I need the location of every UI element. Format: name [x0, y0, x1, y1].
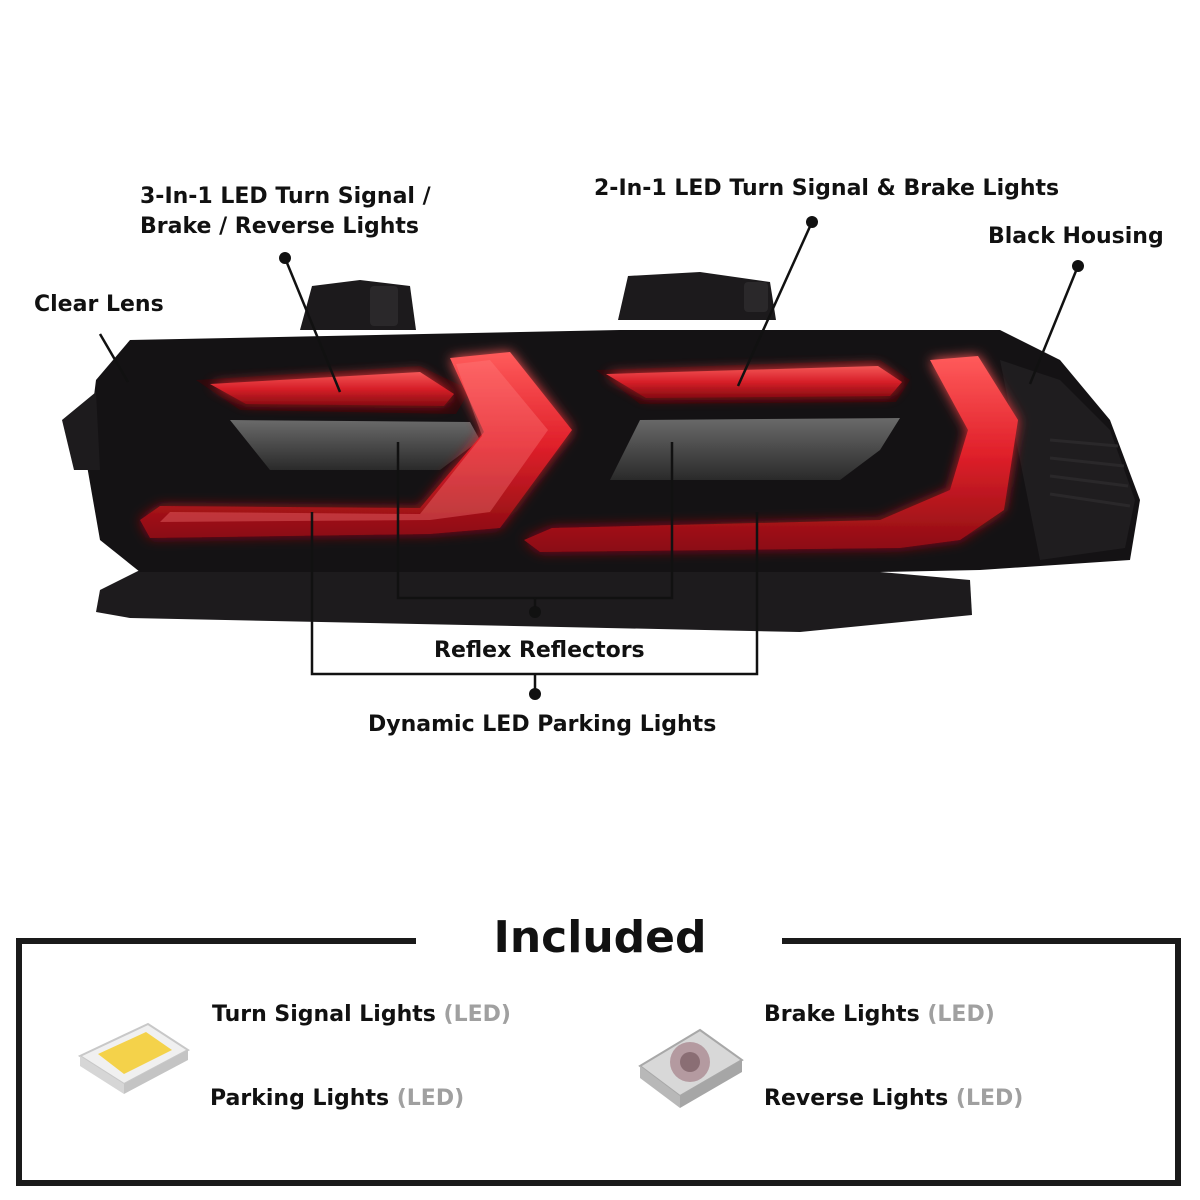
leader-lines	[98, 221, 1080, 692]
included-title: Included	[493, 912, 707, 963]
left-mount-tab	[62, 392, 100, 470]
included-item-label: Turn Signal Lights	[212, 1002, 436, 1027]
callout-three-in-one-line1: 3-In-1 LED Turn Signal /	[140, 184, 431, 209]
left-upper-led-cluster	[196, 366, 470, 414]
right-chevron-led-bar	[524, 356, 1018, 552]
included-item-reverse: Reverse Lights (LED)	[764, 1086, 1023, 1111]
included-item-note: (LED)	[955, 1086, 1024, 1111]
included-item-parking: Parking Lights (LED)	[210, 1086, 464, 1111]
callout-black-housing: Black Housing	[988, 224, 1164, 249]
leader-dots	[279, 216, 1084, 700]
left-chevron-led-bar	[140, 352, 572, 538]
included-item-note: (LED)	[927, 1002, 995, 1027]
included-frame	[16, 938, 1181, 1186]
callout-reflex-reflectors: Reflex Reflectors	[434, 638, 645, 663]
callout-dynamic-parking: Dynamic LED Parking Lights	[368, 712, 717, 737]
callout-clear-lens: Clear Lens	[34, 292, 164, 317]
callout-two-in-one: 2-In-1 LED Turn Signal & Brake Lights	[594, 176, 1060, 201]
included-item-label: Brake Lights	[764, 1002, 920, 1027]
included-item-label: Reverse Lights	[764, 1086, 949, 1111]
included-item-note: (LED)	[443, 1002, 511, 1027]
right-upper-led-cluster	[596, 360, 910, 404]
included-item-brake: Brake Lights (LED)	[764, 1002, 995, 1027]
right-reflector-panel	[610, 418, 900, 480]
included-item-note: (LED)	[396, 1086, 465, 1111]
mounting-brackets	[300, 272, 776, 330]
callout-three-in-one-line2: Brake / Reverse Lights	[140, 214, 420, 239]
smd-led-rgb-chip-icon	[638, 1028, 744, 1108]
left-reflector-panel	[230, 420, 480, 470]
included-item-turn-signal: Turn Signal Lights (LED)	[212, 1002, 511, 1027]
smd-led-white-chip-icon	[77, 1022, 190, 1094]
included-item-label: Parking Lights	[210, 1086, 390, 1111]
